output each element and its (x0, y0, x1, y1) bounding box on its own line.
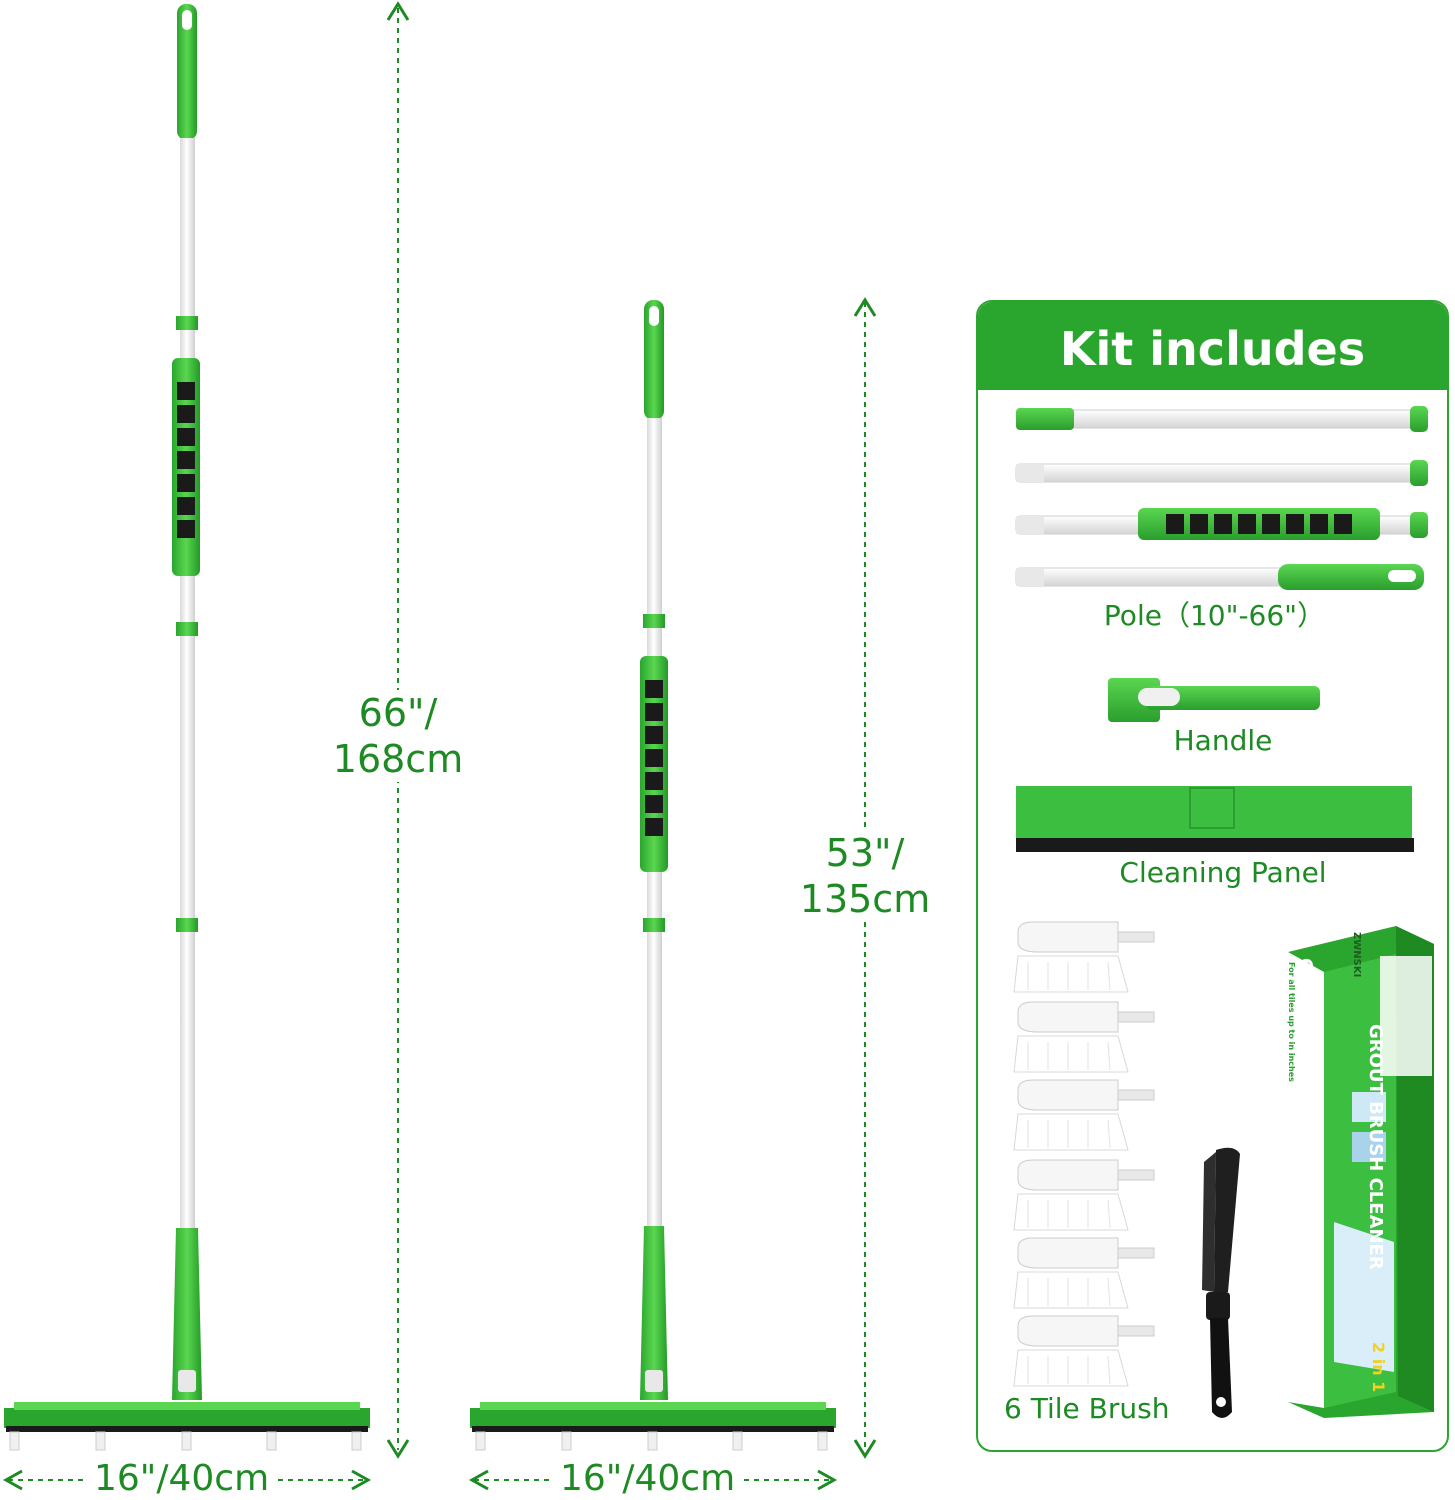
short-width-label: 16"/40cm (554, 1458, 742, 1499)
tile-brush-2 (1013, 1001, 1155, 1073)
crevice-brush-illustration (1202, 1147, 1240, 1418)
tall-height-label: 66"/ 168cm (318, 690, 478, 782)
tile-brushes-illustration (1013, 921, 1155, 1387)
kit-panel: Kit includes (976, 300, 1449, 1452)
short-height-line1: 53"/ (825, 831, 905, 875)
tile-brush-5 (1013, 1237, 1155, 1309)
pole-segment-2 (1015, 460, 1428, 486)
pole-segment-1 (1016, 406, 1428, 432)
package-brand: ZWNSKI (1351, 932, 1362, 978)
tile-brush-3 (1013, 1079, 1155, 1151)
kit-item-tile-brush-label: 6 Tile Brush (1004, 1392, 1170, 1425)
tile-brush-4 (1013, 1159, 1155, 1231)
package-main-text: GROUT BRUSH CLEANER (1365, 1024, 1386, 1270)
tile-brush-6 (1013, 1315, 1155, 1387)
tall-width-label: 16"/40cm (88, 1458, 276, 1499)
package-badge: 2 in 1 (1369, 1342, 1388, 1393)
cleaning-panel-illustration (1016, 786, 1414, 852)
short-height-line2: 135cm (799, 877, 931, 921)
short-height-label: 53"/ 135cm (785, 830, 945, 922)
tall-height-line2: 168cm (332, 737, 464, 781)
package-box (1288, 926, 1434, 1418)
tall-tool (4, 4, 370, 1451)
pole-segment-3 (1015, 508, 1428, 540)
kit-item-pole-label: Pole（10"-66"） (1103, 599, 1326, 632)
package-subtitle: For all tiles up to in inches (1287, 962, 1296, 1082)
package-side-text: CLEAN FASTER (1295, 958, 1316, 1106)
tile-brush-1 (1013, 921, 1155, 993)
handle-illustration (1108, 678, 1320, 722)
pole-segment-4 (1015, 564, 1424, 590)
kit-title: Kit includes (978, 302, 1447, 390)
kit-item-cleaning-panel-label: Cleaning Panel (1119, 856, 1327, 889)
tall-height-line1: 66"/ (358, 691, 438, 735)
short-tool (470, 300, 836, 1451)
kit-items-illustration (1013, 406, 1434, 1418)
kit-item-handle-label: Handle (1173, 724, 1273, 757)
